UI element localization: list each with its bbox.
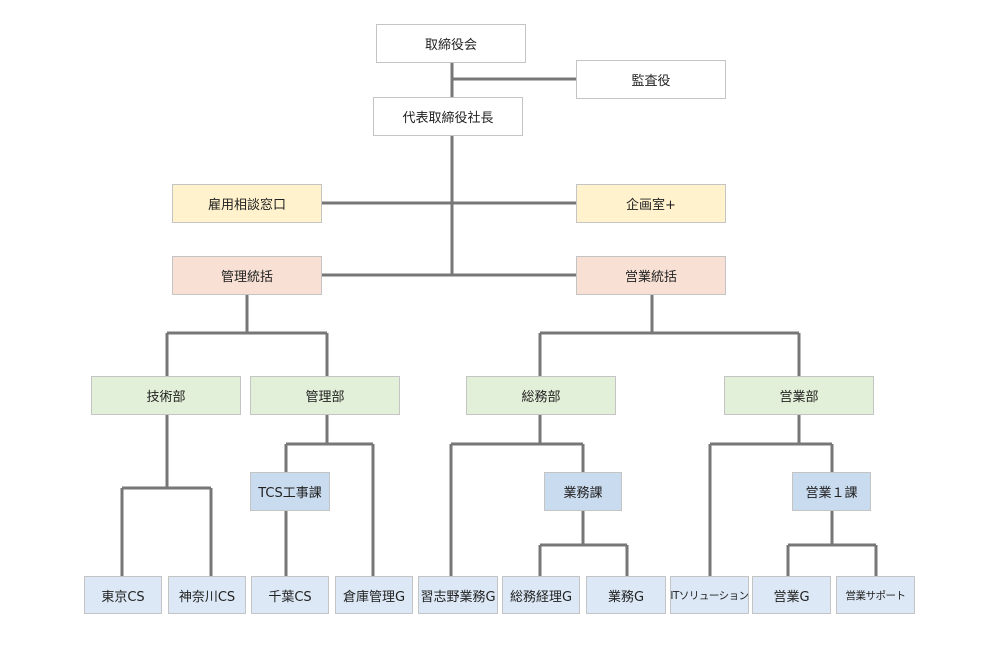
admin-dept-box: 管理部 <box>250 376 400 415</box>
warehouse-g-box: 倉庫管理G <box>335 576 413 614</box>
planning-box: 企画室+ <box>576 184 726 223</box>
accounting-g-box: 総務経理G <box>502 576 580 614</box>
sales-mgmt-box: 営業統括 <box>576 256 726 295</box>
business-section-box: 業務課 <box>544 472 622 511</box>
president-box: 代表取締役社長 <box>373 97 523 136</box>
chiba-cs-box: 千葉CS <box>251 576 329 614</box>
narashino-g-box: 習志野業務G <box>418 576 498 614</box>
business-g-box: 業務G <box>586 576 666 614</box>
audit-box: 監査役 <box>576 60 726 99</box>
sales-dept-box: 営業部 <box>724 376 874 415</box>
sales1-section-box: 営業１課 <box>792 472 871 511</box>
consult-box: 雇用相談窓口 <box>172 184 322 223</box>
tokyo-cs-box: 東京CS <box>84 576 162 614</box>
it-solution-box: ITソリューション <box>670 576 749 614</box>
board-box: 取締役会 <box>376 24 526 63</box>
kanagawa-cs-box: 神奈川CS <box>168 576 246 614</box>
sales-support-box: 営業サポート <box>836 576 915 614</box>
tech-dept-box: 技術部 <box>91 376 241 415</box>
general-dept-box: 総務部 <box>466 376 616 415</box>
admin-mgmt-box: 管理統括 <box>172 256 322 295</box>
tcs-section-box: TCS工事課 <box>250 472 330 511</box>
sales-g-box: 営業G <box>752 576 831 614</box>
